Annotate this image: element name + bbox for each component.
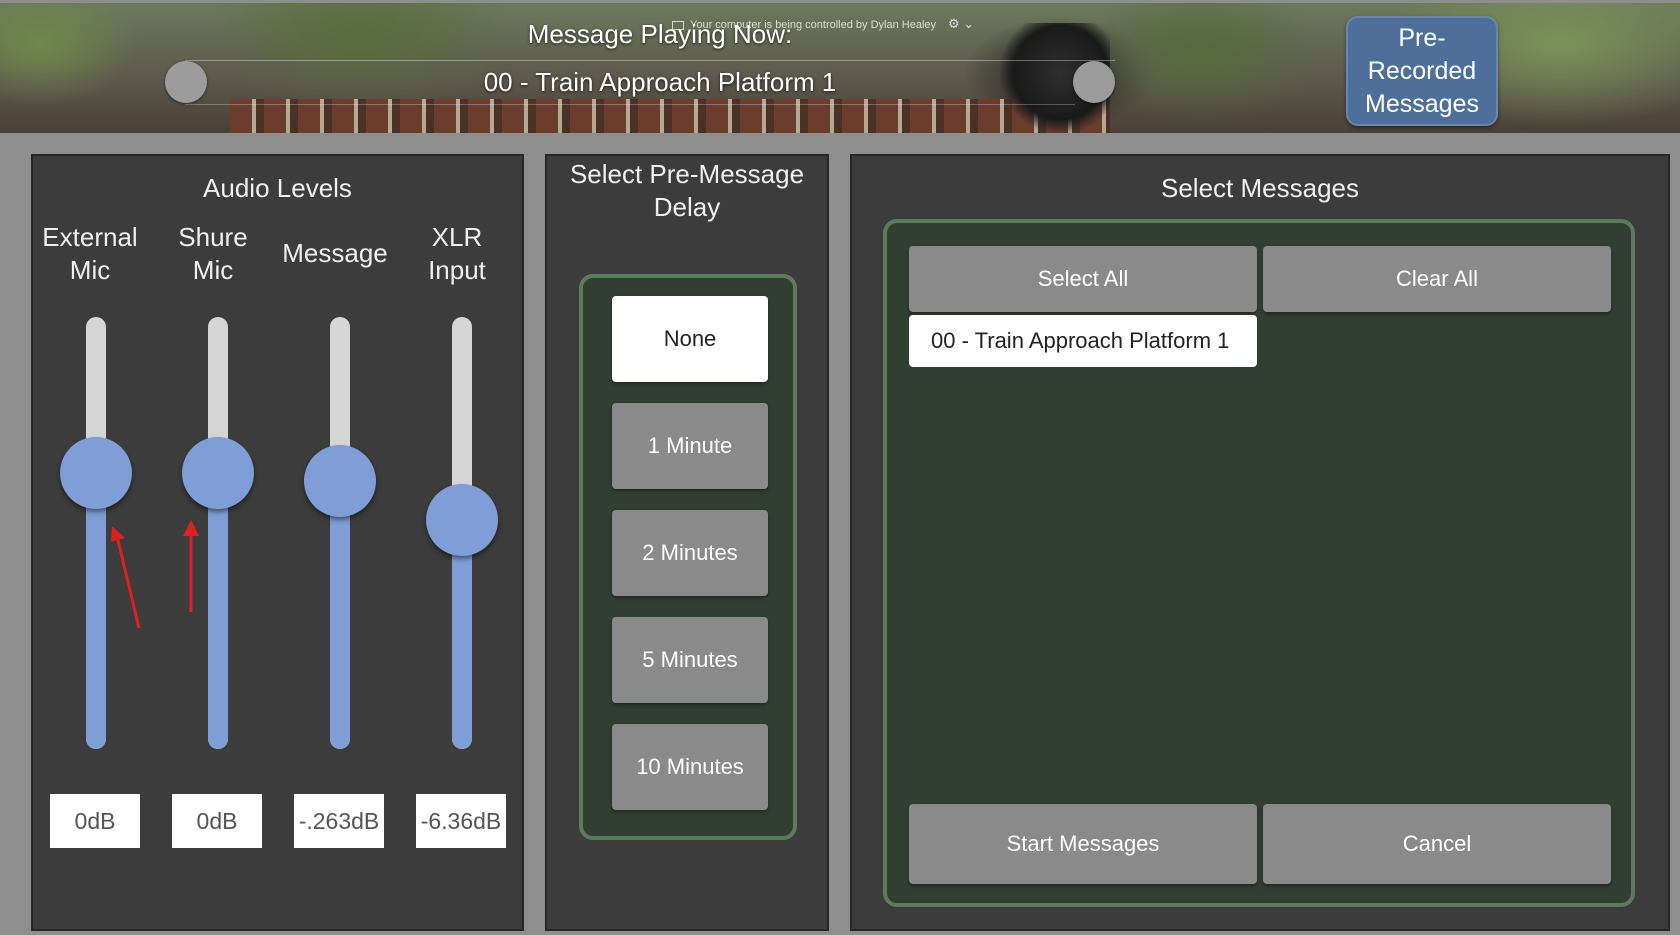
slider-thumb-external-mic[interactable]	[60, 436, 132, 509]
slider-fill-xlr-input	[452, 520, 472, 749]
audio-levels-title: Audio Levels	[203, 173, 352, 203]
channel-label-shure-mic: Shure Mic	[178, 222, 248, 285]
now-playing-title: Message Playing Now:	[527, 19, 793, 49]
audio-levels-panel: Audio Levels External Mic Shure Mic Mess…	[31, 154, 524, 931]
pre-message-delay-panel: Select Pre-Message Delay None 1 Minute 2…	[545, 154, 829, 931]
remote-control-notice: Your computer is being controlled by Dyl…	[672, 16, 974, 32]
delay-title: Select Pre-Message Delay	[569, 159, 805, 222]
db-readout-xlr-input: -6.36dB	[416, 794, 506, 848]
header-divider	[185, 60, 1115, 61]
slider-track-external-mic[interactable]	[86, 317, 106, 749]
cancel-button[interactable]: Cancel	[1263, 804, 1611, 884]
channel-label-message: Message	[282, 238, 388, 268]
select-all-button[interactable]: Select All	[909, 246, 1257, 312]
db-readout-shure-mic: 0dB	[172, 794, 262, 848]
annotation-arrow-icon	[183, 520, 199, 612]
slider-thumb-message[interactable]	[304, 445, 376, 518]
settings-gear-icon[interactable]: ⚙ ⌄	[948, 16, 975, 31]
now-playing-message: 00 - Train Approach Platform 1	[483, 67, 837, 97]
slider-thumb-xlr-input[interactable]	[426, 484, 498, 557]
clear-all-button[interactable]: Clear All	[1263, 246, 1611, 312]
delay-options-frame: None 1 Minute 2 Minutes 5 Minutes 10 Min…	[579, 274, 797, 840]
header-right-knob[interactable]	[1073, 61, 1115, 103]
slider-thumb-shure-mic[interactable]	[182, 436, 254, 509]
select-messages-panel: Select Messages Select All Clear All 00 …	[850, 154, 1670, 931]
delay-option-5-minutes[interactable]: 5 Minutes	[612, 617, 768, 703]
delay-option-none[interactable]: None	[612, 296, 768, 382]
delay-option-2-minutes[interactable]: 2 Minutes	[612, 510, 768, 596]
header-divider-lower	[185, 104, 1075, 105]
slider-fill-external-mic	[86, 472, 106, 749]
messages-frame: Select All Clear All 00 - Train Approach…	[883, 219, 1635, 907]
channel-label-xlr-input: XLR Input	[428, 222, 486, 285]
delay-option-1-minute[interactable]: 1 Minute	[612, 403, 768, 489]
prerecorded-messages-button[interactable]: Pre- Recorded Messages	[1346, 16, 1498, 126]
db-readout-message: -.263dB	[294, 794, 384, 848]
delay-option-10-minutes[interactable]: 10 Minutes	[612, 724, 768, 810]
start-messages-button[interactable]: Start Messages	[909, 804, 1257, 884]
slider-fill-shure-mic	[208, 472, 228, 749]
remote-control-text: Your computer is being controlled by Dyl…	[690, 19, 937, 31]
slider-track-shure-mic[interactable]	[208, 317, 228, 749]
slider-fill-message	[330, 481, 350, 749]
db-readout-external-mic: 0dB	[50, 794, 140, 848]
slider-track-message[interactable]	[330, 317, 350, 749]
banner-train-image	[230, 99, 1110, 133]
message-list-item[interactable]: 00 - Train Approach Platform 1	[909, 315, 1257, 367]
annotation-arrow-icon	[111, 526, 141, 629]
channel-label-external-mic: External Mic	[42, 222, 138, 285]
select-messages-title: Select Messages	[1161, 173, 1359, 203]
screen-share-icon	[672, 20, 684, 30]
header-left-knob[interactable]	[165, 61, 207, 103]
